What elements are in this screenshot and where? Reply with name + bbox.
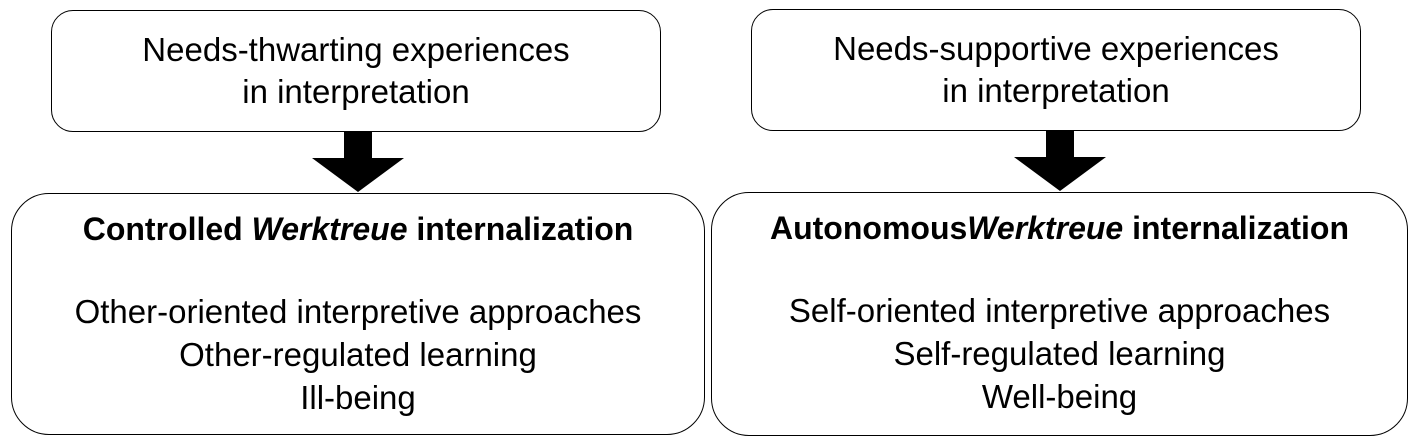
needs-supportive-line1: Needs-supportive experiences (833, 30, 1279, 67)
heading-prefix: Autonomous (769, 210, 968, 246)
autonomous-internalization-heading: AutonomousWerktreue internalization (770, 210, 1349, 247)
list-item: Other-oriented interpretive approaches (74, 293, 642, 330)
autonomous-internalization-box: AutonomousWerktreue internalization Self… (711, 192, 1408, 436)
list-item: Well-being (981, 378, 1138, 415)
controlled-internalization-box: Controlled Werktreue internalization Oth… (11, 193, 705, 435)
list-item: Ill-being (300, 379, 416, 416)
heading-suffix: internalization (1123, 210, 1349, 246)
needs-supportive-box: Needs-supportive experiences in interpre… (751, 9, 1361, 131)
down-arrow-icon (1014, 131, 1106, 191)
list-item: Self-oriented interpretive approaches (788, 292, 1331, 329)
list-item: Self-regulated learning (893, 335, 1226, 372)
needs-supportive-line2: in interpretation (942, 72, 1170, 109)
heading-italic-term: Werktreue (251, 211, 408, 247)
autonomous-outcomes-list: Self-oriented interpretive approaches Se… (789, 289, 1330, 418)
heading-suffix: internalization (407, 211, 634, 247)
down-arrow-icon (312, 132, 404, 192)
heading-prefix: Controlled (82, 211, 252, 247)
needs-thwarting-line1: Needs-thwarting experiences (142, 31, 570, 68)
needs-thwarting-box: Needs-thwarting experiences in interpret… (51, 10, 661, 132)
controlled-outcomes-list: Other-oriented interpretive approaches O… (75, 290, 642, 419)
controlled-internalization-heading: Controlled Werktreue internalization (83, 211, 634, 248)
needs-thwarting-line2: in interpretation (242, 73, 470, 110)
list-item: Other-regulated learning (179, 336, 537, 373)
heading-italic-term: Werktreue (967, 210, 1124, 246)
